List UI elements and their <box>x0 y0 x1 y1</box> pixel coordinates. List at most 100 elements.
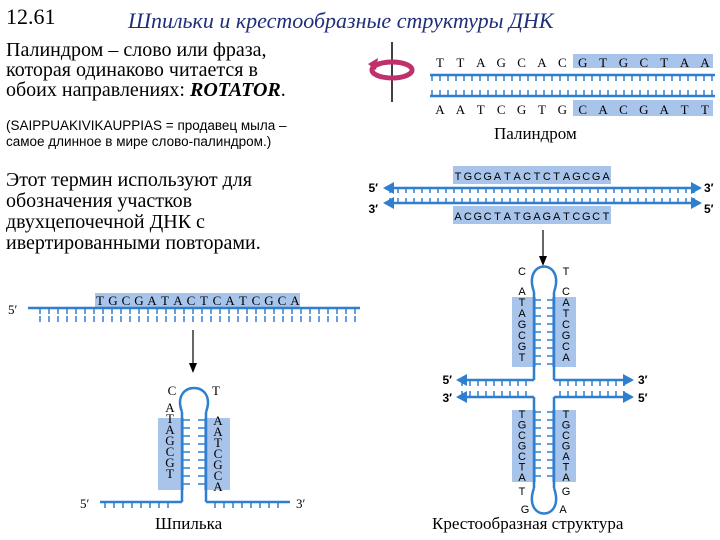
hairpin-stem-left-base: T <box>166 466 174 481</box>
hairpin-stem-right-base: G <box>213 457 222 472</box>
loop-strand <box>530 265 558 293</box>
palindrome-bottom-base: A <box>456 102 466 117</box>
hairpin-input-base: A <box>147 293 157 308</box>
hairpin-input-base: A <box>290 293 300 308</box>
hairpin-stem-right-base: A <box>213 413 223 428</box>
term-description-line: двухцепочечной ДНК с <box>6 211 205 233</box>
palindrome-definition: Палиндром – слово или фраза, которая оди… <box>6 40 286 100</box>
hairpin-input-base: T <box>161 293 169 308</box>
cruciform-input-top-base: C <box>543 171 551 183</box>
palindrome-top-base: T <box>436 55 444 70</box>
palindrome-definition-suffix: . <box>280 79 286 101</box>
palindrome-example-word: ROTATOR <box>189 79 281 101</box>
palindrome-example-line: (SAIPPUAKIVIKAUPPIAS = продавец мыла – <box>6 118 287 133</box>
cruciform-upper-right-base: C <box>562 341 570 353</box>
cruciform-input-top-base: C <box>582 171 590 183</box>
cruciform-lower-highlight <box>552 410 576 482</box>
slide-number: 12.61 <box>6 4 56 29</box>
hairpin-stem-highlight <box>204 418 230 490</box>
cruciform-lower-right-base: G <box>562 420 571 432</box>
palindrome-bottom-base: T <box>477 102 485 117</box>
hairpin-stem-left-base: T <box>166 411 174 426</box>
palindrome-bottom-base: A <box>435 102 445 117</box>
end-label-3prime: 3′ <box>704 181 714 195</box>
arrow-down-icon <box>189 330 197 373</box>
end-label-5prime: 5′ <box>638 391 648 405</box>
hairpin-input-base: T <box>200 293 208 308</box>
cruciform-lower-left-base: G <box>518 420 527 432</box>
cruciform-input-bottom-base: T <box>494 211 501 223</box>
cruciform-lower-right-base: T <box>563 462 570 474</box>
cruciform-input-top-base: T <box>455 171 462 183</box>
palindrome-bottom-base: C <box>578 102 587 117</box>
end-label-5prime: 5′ <box>80 496 90 511</box>
palindrome-highlight <box>573 54 713 68</box>
cruciform-input-bottom-base: G <box>523 211 532 223</box>
loop-strand <box>530 487 558 515</box>
term-description-line: Этот термин используют для <box>6 169 252 191</box>
cruciform-upper-right-base: A <box>562 352 570 364</box>
term-description-line: обозначения участков <box>6 190 193 212</box>
hairpin-input-base: G <box>134 293 143 308</box>
hairpin-stem-left-base: A <box>165 422 175 437</box>
hairpin-input-base: A <box>225 293 235 308</box>
cruciform-input-top-base: A <box>602 171 610 183</box>
cruciform-upper-left-base: A <box>518 286 526 298</box>
cruciform-input-top-base: T <box>504 171 511 183</box>
cruciform-lower-highlight <box>512 410 536 482</box>
strand-arrow <box>623 391 634 403</box>
palindrome-bottom-base: A <box>598 102 608 117</box>
palindrome-definition-line: которая одинаково читается в <box>6 59 258 81</box>
palindrome-top-base: A <box>700 55 710 70</box>
palindrome-definition-prefix: обоих направлениях: <box>6 79 190 101</box>
palindrome-top-base: A <box>476 55 486 70</box>
cruciform-upper-left-base: A <box>518 308 526 320</box>
cruciform-loop-base: C <box>518 266 526 278</box>
end-label-5prime: 5′ <box>442 373 452 387</box>
cruciform-input-top-base: C <box>474 171 482 183</box>
palindrome-top-base: T <box>456 55 464 70</box>
palindrome-top-base: C <box>558 55 567 70</box>
cruciform-input-bottom-base: T <box>563 211 570 223</box>
cruciform-lower-left-base: C <box>518 451 526 463</box>
palindrome-bottom-base: T <box>538 102 546 117</box>
palindrome-bottom-base: C <box>619 102 628 117</box>
end-label-5prime: 5′ <box>704 202 714 216</box>
slide-title: Шпильки и крестообразные структуры ДНК <box>128 8 554 33</box>
cruciform-loop-base: T <box>563 266 570 278</box>
palindrome-bottom-base: A <box>660 102 670 117</box>
cruciform-caption: Крестообразная структура <box>432 514 624 533</box>
end-label-3prime: 3′ <box>296 496 306 511</box>
hairpin-stem-right-base: C <box>214 468 223 483</box>
rotate-icon <box>368 42 415 102</box>
hairpin-input-base: C <box>278 293 287 308</box>
hairpin-stem-left-base: G <box>165 455 174 470</box>
hairpin-loop-base: C <box>168 383 177 398</box>
strand-arrow <box>691 197 702 209</box>
cruciform-input-top-base: G <box>572 171 581 183</box>
hairpin-stem-highlight <box>158 418 184 490</box>
hairpin-input-base: C <box>213 293 222 308</box>
strand-arrow <box>623 374 634 386</box>
cruciform-input-bottom-base: A <box>454 211 462 223</box>
cruciform-input-bottom-base: C <box>484 211 492 223</box>
palindrome-top-base: A <box>537 55 547 70</box>
cruciform-input-bottom-base: C <box>572 211 580 223</box>
cruciform-upper-left-base: C <box>518 330 526 342</box>
cruciform-lower-right-base: G <box>562 441 571 453</box>
hairpin-input-base: T <box>96 293 104 308</box>
end-label-3prime: 3′ <box>368 202 378 216</box>
palindrome-example-line: самое длинное в мире слово-палиндром.) <box>6 134 272 149</box>
palindrome-top-base: T <box>660 55 668 70</box>
cruciform-lower-left-base: A <box>518 472 526 484</box>
palindrome-highlight <box>573 100 713 116</box>
cruciform-input-bottom-base: G <box>582 211 591 223</box>
term-description: Этот термин используют для обозначения у… <box>6 170 261 254</box>
cruciform-upper-right-base: A <box>562 297 570 309</box>
cruciform-upper-highlight <box>552 297 576 367</box>
cruciform-loop-base: T <box>519 486 526 498</box>
cruciform-loop-base: G <box>562 486 571 498</box>
cruciform-input-bottom-base: G <box>473 211 482 223</box>
term-description-line: ивертированными повторами. <box>6 232 261 254</box>
hairpin-stem-left-base: A <box>165 400 175 415</box>
